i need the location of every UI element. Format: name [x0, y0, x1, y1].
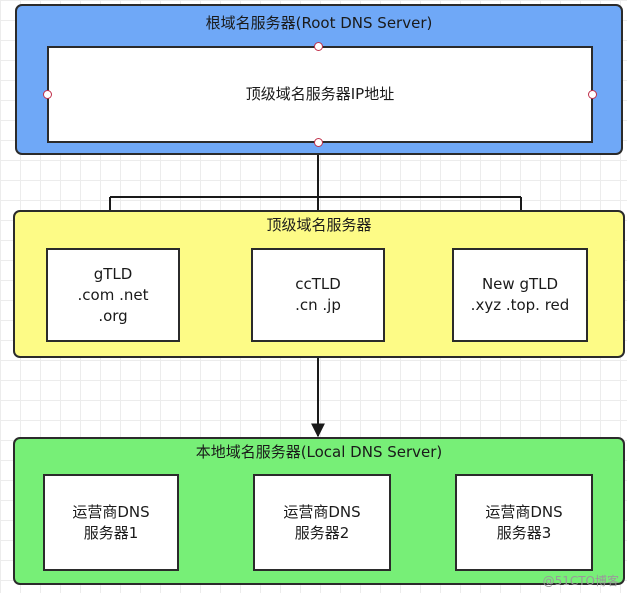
tld-ip-address-label: 顶级域名服务器IP地址 [245, 85, 395, 103]
cctld-line2: .cn .jp [295, 296, 341, 314]
tld-ip-address-box: 顶级域名服务器IP地址 [47, 46, 593, 143]
connector-handle-bottom[interactable] [314, 138, 323, 147]
new-gtld-box: New gTLD .xyz .top. red [452, 248, 588, 342]
cctld-line1: ccTLD [295, 275, 341, 293]
watermark-label: @51CTO博客 [542, 574, 619, 588]
isp-dns-1-line2: 服务器1 [83, 523, 139, 542]
connector-handle-top[interactable] [314, 42, 323, 51]
isp-dns-2-line2: 服务器2 [294, 523, 350, 542]
isp-dns-3-line1: 运营商DNS [485, 502, 563, 521]
isp-dns-2-line1: 运营商DNS [283, 502, 361, 521]
gtld-box: gTLD .com .net .org [46, 248, 180, 342]
gtld-line3: .org [98, 306, 128, 325]
new-gtld-line1: New gTLD [481, 275, 559, 293]
connector-handle-right[interactable] [588, 90, 597, 99]
connector-handle-left[interactable] [43, 90, 52, 99]
isp-dns-box-3: 运营商DNS 服务器3 [455, 474, 593, 571]
isp-dns-3-line2: 服务器3 [496, 523, 552, 542]
cctld-box: ccTLD .cn .jp [251, 248, 385, 342]
local-dns-title: 本地域名服务器(Local DNS Server) [195, 443, 443, 461]
isp-dns-1-line1: 运营商DNS [72, 502, 150, 521]
isp-dns-box-1: 运营商DNS 服务器1 [43, 474, 179, 571]
gtld-line1: gTLD [93, 264, 133, 283]
isp-dns-box-2: 运营商DNS 服务器2 [253, 474, 391, 571]
root-dns-title: 根域名服务器(Root DNS Server) [205, 14, 433, 32]
tld-server-title: 顶级域名服务器 [266, 216, 372, 234]
gtld-line2: .com .net [77, 285, 149, 304]
new-gtld-line2: .xyz .top. red [470, 296, 570, 314]
